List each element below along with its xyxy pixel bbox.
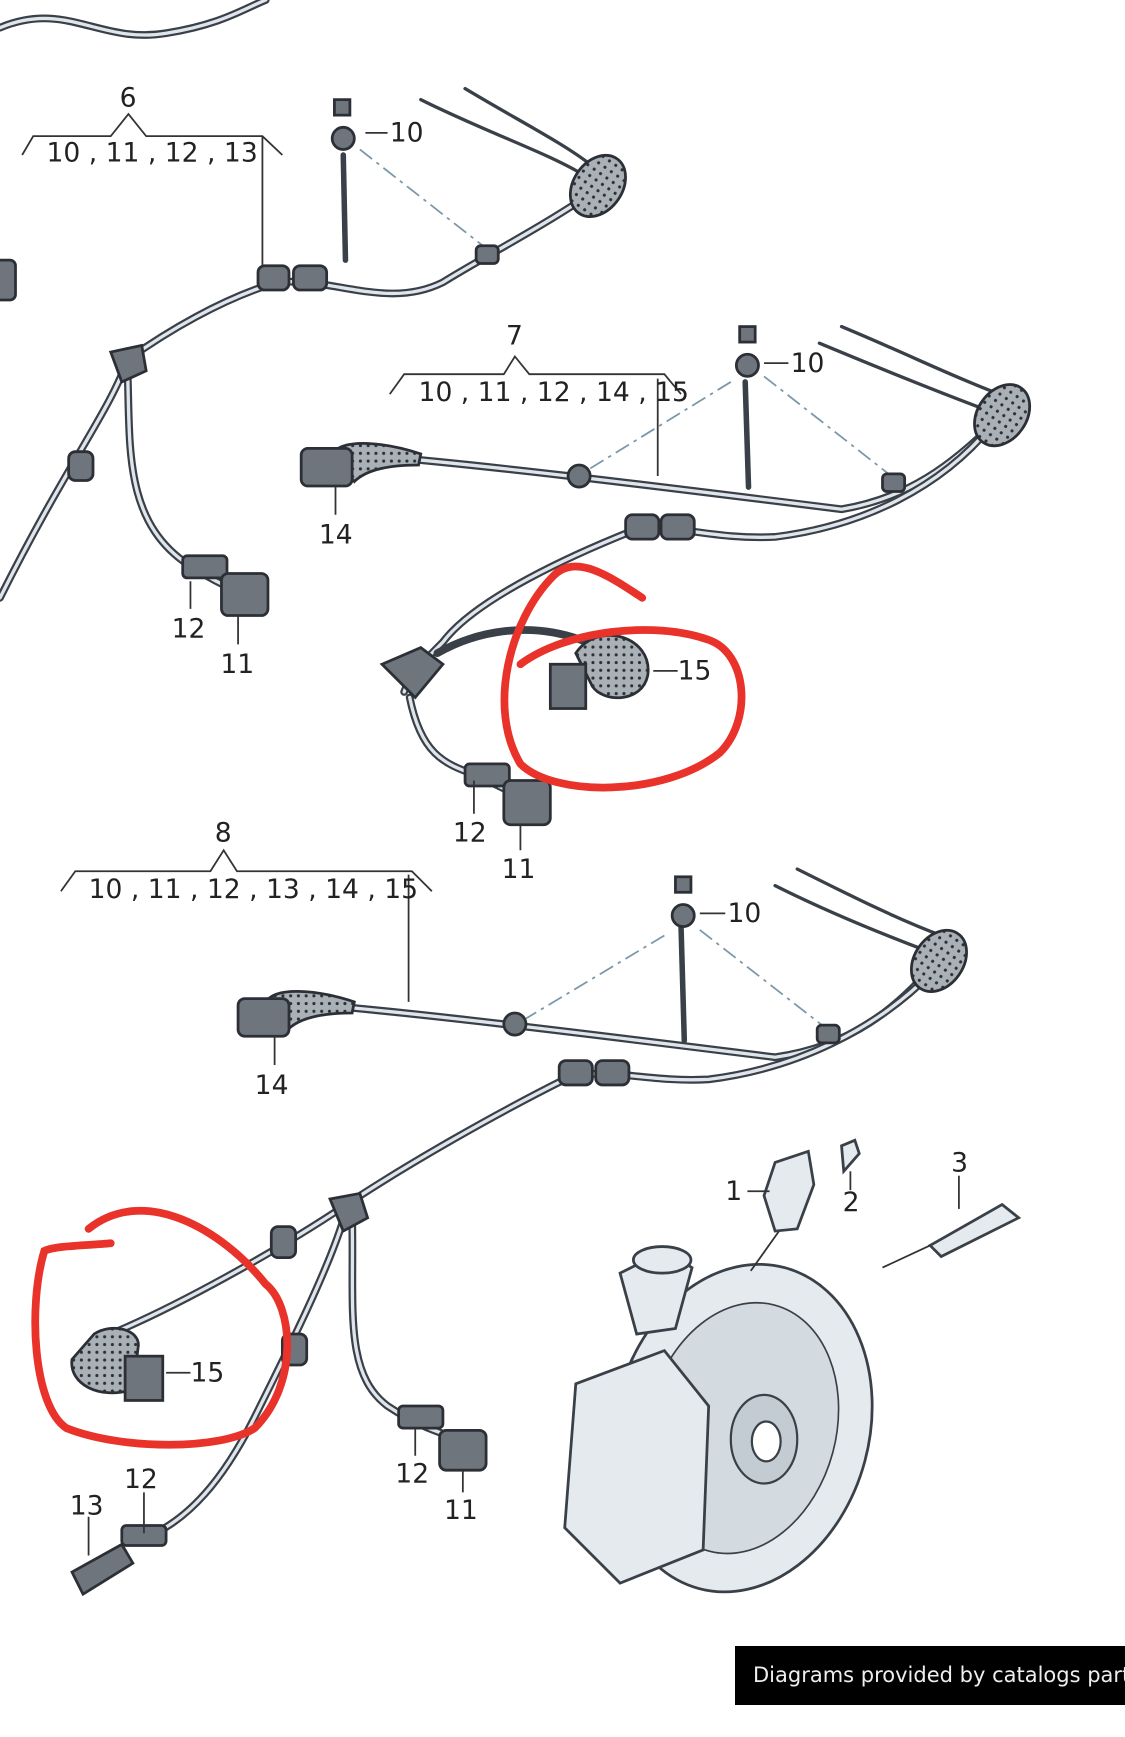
callout-2[interactable]: 2	[843, 1187, 860, 1218]
callout-14[interactable]: 14	[319, 520, 353, 551]
red-circle-annotation-group-7	[500, 562, 746, 792]
callout-11[interactable]: 11	[444, 1495, 478, 1526]
harness-group-6[interactable]: 6 10 , 11 , 12 , 13 10 12 11	[0, 82, 637, 680]
group-7-number: 7	[506, 320, 523, 351]
callout-14[interactable]: 14	[255, 1070, 289, 1101]
grease-tube-part-3[interactable]: 3	[882, 1147, 1022, 1269]
group-8-contents: 10 , 11 , 12 , 13 , 14 , 15	[89, 874, 418, 905]
callout-10[interactable]: 10	[791, 348, 825, 379]
callout-15[interactable]: 15	[678, 656, 712, 687]
callout-15[interactable]: 15	[190, 1358, 224, 1389]
callout-10[interactable]: 10	[727, 898, 761, 929]
group-6-number: 6	[120, 82, 137, 113]
callout-3[interactable]: 3	[951, 1147, 968, 1178]
callout-12[interactable]: 12	[124, 1464, 158, 1495]
callout-13[interactable]: 13	[70, 1490, 104, 1521]
group-8-number: 8	[215, 817, 232, 848]
red-circle-annotation-group-8	[31, 1207, 292, 1449]
diagram-credit-caption: Diagrams provided by catalogs parts	[735, 1646, 1125, 1705]
brake-assembly	[563, 1228, 874, 1594]
group-7-contents: 10 , 11 , 12 , 14 , 15	[419, 377, 689, 408]
harness-group-8[interactable]: 8 10 , 11 , 12 , 13 , 14 , 15 10 14 15 1…	[60, 817, 978, 1597]
abs-sensor-part-1[interactable]: 1	[725, 1149, 816, 1233]
callout-12[interactable]: 12	[395, 1458, 429, 1489]
harness-group-7[interactable]: 7 10 , 11 , 12 , 14 , 15 10 14 15 12 11	[299, 320, 1041, 885]
callout-12[interactable]: 12	[172, 614, 206, 645]
callout-12[interactable]: 12	[453, 817, 487, 848]
callout-1[interactable]: 1	[725, 1176, 742, 1207]
callout-10[interactable]: 10	[390, 118, 424, 149]
group-6-contents: 10 , 11 , 12 , 13	[47, 138, 258, 169]
callout-11[interactable]: 11	[502, 854, 536, 885]
callout-11[interactable]: 11	[220, 649, 254, 680]
partial-harness-top	[0, 0, 270, 302]
bolt-part-2[interactable]: 2	[840, 1138, 861, 1218]
